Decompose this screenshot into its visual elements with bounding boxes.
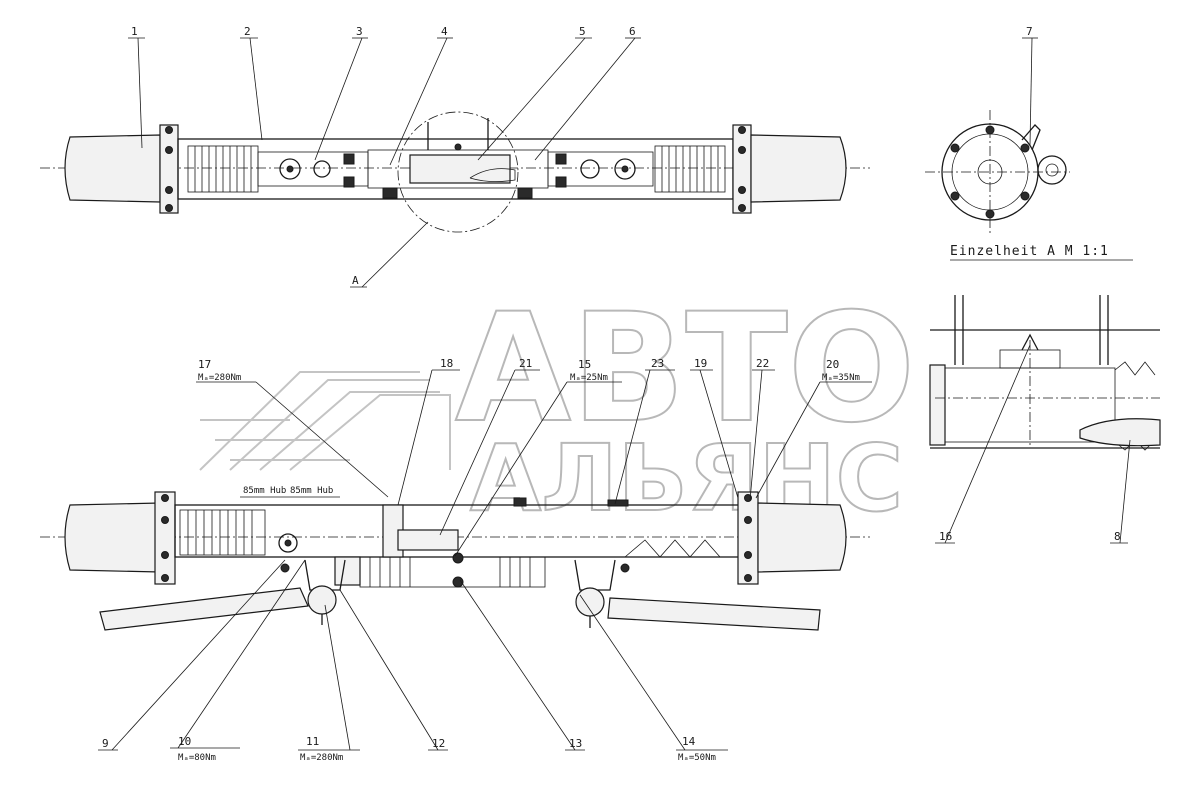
detail-title: Einzelheit A M 1:1	[950, 244, 1109, 259]
stroke-note-left: 85mm Hub	[243, 486, 286, 496]
callout-2: 2	[244, 25, 251, 38]
torque-11: Mₐ=280Nm	[300, 753, 343, 763]
left-linkage	[257, 151, 369, 188]
watermark-line1: АВТО	[455, 282, 915, 456]
torque-10: Mₐ=80Nm	[178, 753, 216, 763]
right-linkage	[547, 151, 654, 188]
top-assembly-view	[40, 111, 870, 233]
main-left-flange	[154, 491, 176, 585]
torque-15: Mₐ=25Nm	[570, 373, 608, 383]
callout-18: 18	[440, 357, 453, 370]
torque-14: Mₐ=50Nm	[678, 753, 716, 763]
watermark-emblem	[199, 371, 451, 471]
callout-13: 13	[569, 737, 582, 750]
side-end-view	[925, 110, 1070, 235]
main-left-cylinder	[64, 502, 161, 573]
leader-lines	[98, 37, 1131, 751]
stroke-note-right: 85mm Hub	[290, 486, 333, 496]
tie-rods	[99, 559, 821, 631]
center-mechanism	[367, 118, 549, 199]
torque-17: Mₐ=280Nm	[198, 373, 241, 383]
callout-labels: 1 2 3 4 5 6 7 8 9 10 Mₐ=80Nm 11 Mₐ=280Nm…	[102, 25, 1121, 763]
callout-9: 9	[102, 737, 109, 750]
callout-7: 7	[1026, 25, 1033, 38]
callout-1: 1	[131, 25, 138, 38]
left-bellows	[187, 145, 259, 193]
callout-14: 14	[682, 735, 696, 748]
callout-6: 6	[629, 25, 636, 38]
main-right-flange	[737, 491, 759, 585]
callout-21: 21	[519, 357, 532, 370]
main-left-bellows	[179, 509, 266, 556]
right-flange	[732, 124, 752, 214]
left-brake-cylinder	[64, 134, 161, 203]
callout-8: 8	[1114, 530, 1121, 543]
center-rack-bellows	[359, 556, 546, 588]
detail-a-enlarged	[929, 295, 1161, 451]
left-flange	[159, 124, 179, 214]
callout-3: 3	[356, 25, 363, 38]
callout-16: 16	[939, 530, 952, 543]
right-brake-cylinder	[750, 134, 847, 203]
callout-19: 19	[694, 357, 707, 370]
callout-5: 5	[579, 25, 586, 38]
callout-4: 4	[441, 25, 448, 38]
callout-22: 22	[756, 357, 769, 370]
main-right-cylinder	[757, 502, 847, 573]
callout-12: 12	[432, 737, 445, 750]
callout-17: 17	[198, 358, 211, 371]
detail-a-circle	[397, 111, 519, 233]
right-bellows	[654, 145, 726, 193]
callout-11: 11	[306, 735, 319, 748]
callout-20: 20	[826, 358, 839, 371]
callout-10: 10	[178, 735, 191, 748]
callout-15: 15	[578, 358, 591, 371]
main-section-view: 85mm Hub 85mm Hub	[40, 486, 870, 631]
section-label-a: A	[352, 274, 359, 287]
torque-20: Mₐ=35Nm	[822, 373, 860, 383]
callout-23: 23	[651, 357, 664, 370]
